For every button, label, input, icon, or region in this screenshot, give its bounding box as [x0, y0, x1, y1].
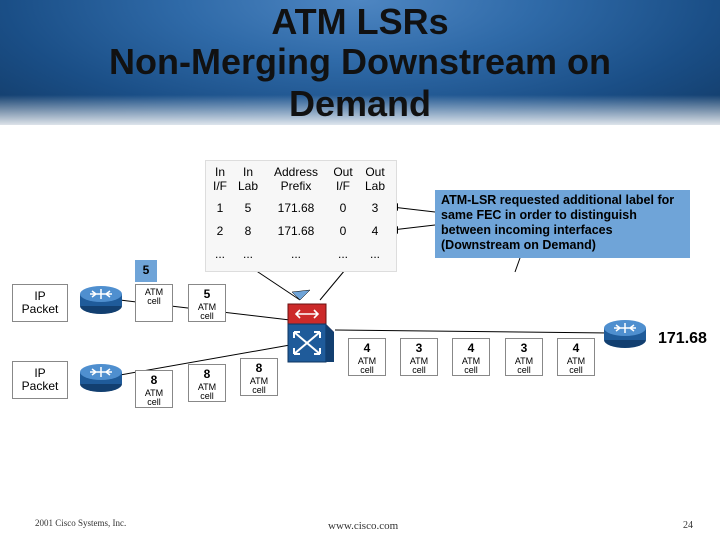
- table-cell: ...: [369, 247, 380, 261]
- table-cell: 0: [339, 224, 347, 238]
- router-icon: [80, 286, 122, 314]
- table-cell: 4: [371, 224, 379, 238]
- table-cell: ...: [337, 247, 348, 261]
- table-cell: 2: [216, 224, 224, 238]
- table-cell: 1: [216, 201, 224, 215]
- title-line-2: Non-Merging Downstream on: [109, 41, 611, 82]
- destination-prefix: 171.68: [658, 330, 707, 347]
- table-cell: 5: [244, 201, 252, 215]
- table-cell: ...: [242, 247, 253, 261]
- table-cell: ...: [290, 247, 301, 261]
- label-square: [135, 260, 157, 282]
- title-line-1: ATM LSRs: [271, 1, 449, 42]
- title-line-3: Demand: [288, 83, 432, 124]
- atm-switch-icon: [287, 303, 334, 363]
- table-cell: 3: [371, 201, 379, 215]
- footer-url: www.cisco.com: [328, 520, 399, 532]
- table-cell: 171.68: [277, 224, 315, 238]
- table-cell: ...: [214, 247, 225, 261]
- router-icon: [604, 320, 646, 348]
- footer-copyright: 2001 Cisco Systems, Inc.: [35, 518, 127, 528]
- callout-note: ATM-LSR requested additional label for s…: [435, 190, 690, 258]
- page-number: 24: [683, 520, 693, 531]
- table-cell: 171.68: [277, 201, 315, 215]
- top-label: 5: [142, 263, 150, 277]
- router-icon: [80, 364, 122, 392]
- title-fade: [0, 95, 720, 130]
- table-cell: 8: [244, 224, 252, 238]
- table-cell: 0: [339, 201, 347, 215]
